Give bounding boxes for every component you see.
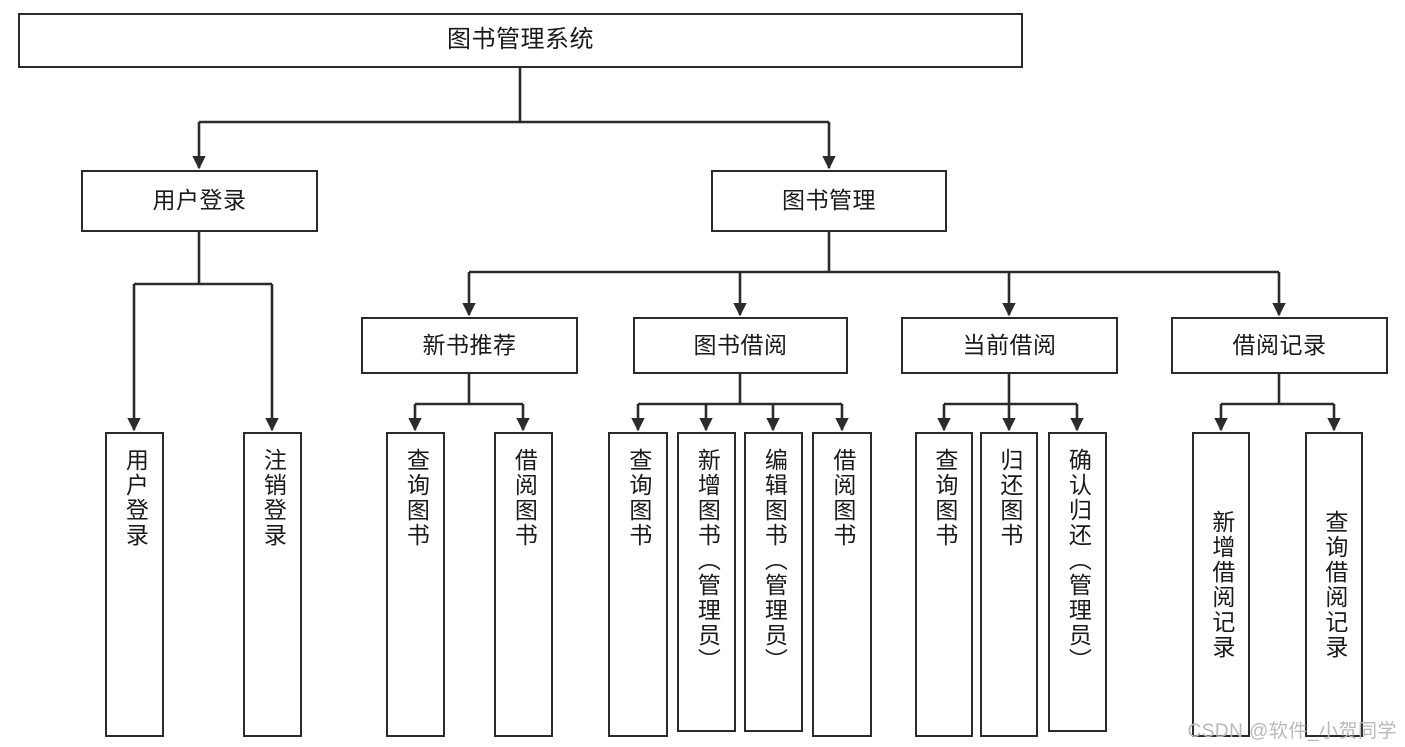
leaf-label: 新增借阅记录 [1208, 509, 1235, 660]
leaf-current-confirm-return-admin[interactable]: 确认归还（管理员） [1048, 432, 1107, 732]
node-borrow-record[interactable]: 借阅记录 [1171, 317, 1388, 374]
leaf-current-return-book[interactable]: 归还图书 [980, 432, 1038, 737]
leaf-label: 归还图书 [996, 448, 1023, 548]
node-borrow-record-label: 借阅记录 [1232, 331, 1327, 358]
leaf-record-query-record[interactable]: 查询借阅记录 [1305, 432, 1363, 737]
leaf-label: 查询图书 [403, 448, 430, 548]
node-current-borrow-label: 当前借阅 [962, 331, 1057, 358]
node-user-login-label: 用户登录 [152, 187, 247, 214]
leaf-borrow-borrow-book[interactable]: 借阅图书 [812, 432, 872, 737]
leaf-recommend-query-book[interactable]: 查询图书 [386, 432, 445, 737]
leaf-label: 确认归还（管理员） [1065, 448, 1092, 673]
leaf-borrow-edit-book-admin[interactable]: 编辑图书（管理员） [744, 432, 803, 732]
leaf-user-login-signin[interactable]: 用户登录 [105, 432, 164, 737]
leaf-user-login-signout[interactable]: 注销登录 [243, 432, 302, 737]
leaf-borrow-query-book[interactable]: 查询图书 [608, 432, 668, 737]
watermark-text: CSDN @软件_小贺同学 [1187, 721, 1397, 742]
leaf-borrow-add-book-admin[interactable]: 新增图书（管理员） [677, 432, 736, 732]
node-user-login[interactable]: 用户登录 [81, 170, 318, 232]
leaf-record-add-record[interactable]: 新增借阅记录 [1192, 432, 1250, 737]
node-root-label: 图书管理系统 [447, 26, 594, 54]
node-book-borrow[interactable]: 图书借阅 [633, 317, 848, 374]
leaf-label: 借阅图书 [511, 448, 538, 548]
leaf-label: 查询借阅记录 [1321, 509, 1348, 660]
node-book-management-label: 图书管理 [782, 187, 876, 214]
node-root-system[interactable]: 图书管理系统 [18, 13, 1023, 68]
leaf-label: 用户登录 [122, 448, 149, 548]
leaf-label: 查询图书 [625, 448, 652, 548]
leaf-label: 新增图书（管理员） [694, 448, 721, 673]
leaf-label: 查询图书 [931, 448, 958, 548]
leaf-label: 注销登录 [260, 448, 287, 548]
node-new-book-recommend-label: 新书推荐 [422, 331, 517, 358]
node-current-borrow[interactable]: 当前借阅 [901, 317, 1118, 374]
leaf-current-query-book[interactable]: 查询图书 [915, 432, 973, 737]
node-book-borrow-label: 图书借阅 [693, 331, 788, 358]
node-book-management[interactable]: 图书管理 [711, 170, 947, 232]
leaf-label: 编辑图书（管理员） [761, 448, 788, 673]
leaf-recommend-borrow-book[interactable]: 借阅图书 [494, 432, 553, 737]
node-new-book-recommend[interactable]: 新书推荐 [361, 317, 578, 374]
leaf-label: 借阅图书 [829, 448, 856, 548]
